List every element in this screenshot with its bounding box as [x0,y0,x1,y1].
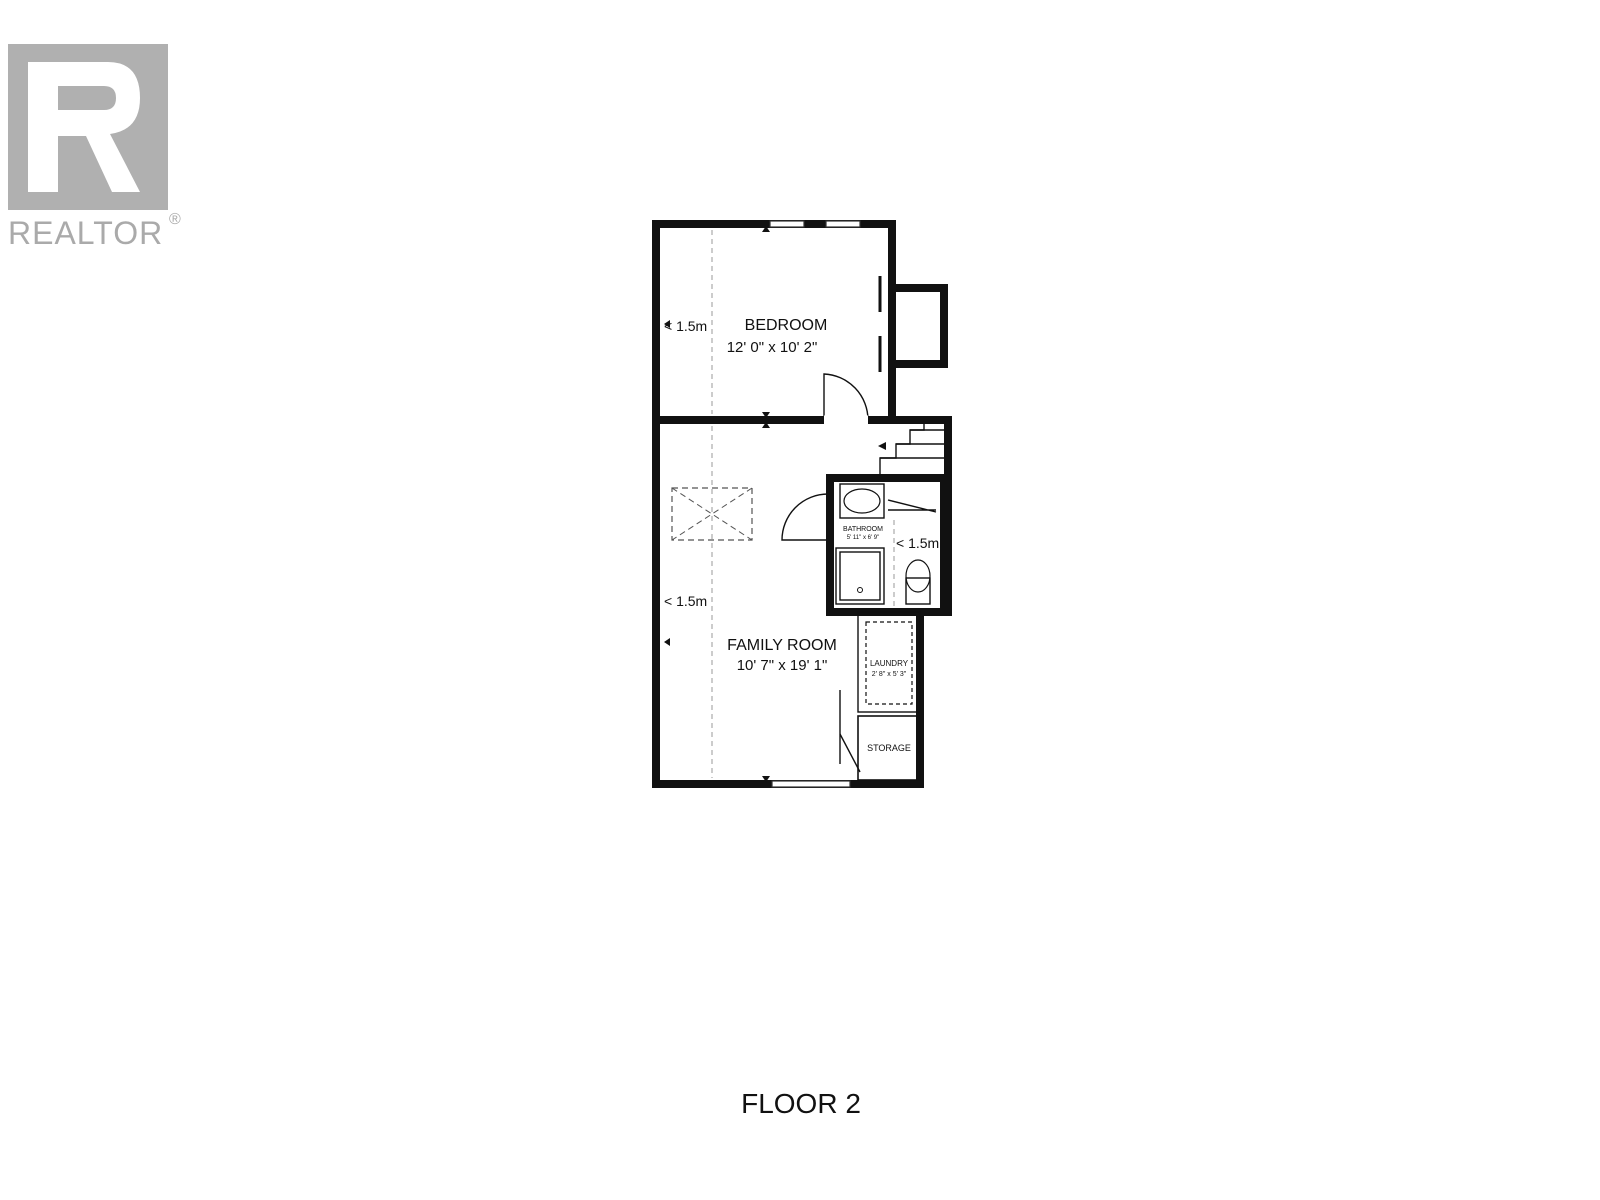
bedroom-room [652,220,896,425]
bathroom-dimensions: 5' 11" x 6' 9" [847,535,879,541]
toilet [905,559,931,605]
storage-name: STORAGE [867,743,911,753]
family-room-dimensions: 10' 7" x 19' 1" [737,657,828,674]
family-room-ceiling-height: < 1.5m [664,593,707,609]
bathroom-ceiling-height: < 1.5m [896,535,939,551]
sink [839,483,885,519]
laundry-dimensions: 2' 8" x 5' 3" [872,671,907,678]
bathroom-name: BATHROOM [843,526,883,533]
storage-room [857,715,921,781]
bedroom-dimensions: 12' 0" x 10' 2" [727,339,818,356]
bathroom-door-swing [781,493,829,541]
family-room-name: FAMILY ROOM [727,637,837,654]
shower [835,547,885,605]
bedroom-door-swing [823,373,869,421]
bedroom-window [769,220,805,228]
family-room-window [771,780,851,788]
bay-window [878,276,948,372]
bedroom-window [825,220,861,228]
laundry-name: LAUNDRY [870,659,909,668]
ceiling-markers [664,226,770,782]
floor-label: FLOOR 2 [741,1088,861,1119]
bedroom-name: BEDROOM [745,317,828,334]
laundry-room [857,611,921,713]
realtor-logo: REALTOR ® [8,44,181,251]
realtor-wordmark: REALTOR [8,215,163,251]
stairs [878,424,944,479]
bedroom-ceiling-height: < 1.5m [664,318,707,334]
registered-mark: ® [169,211,181,228]
skylight [671,487,753,541]
